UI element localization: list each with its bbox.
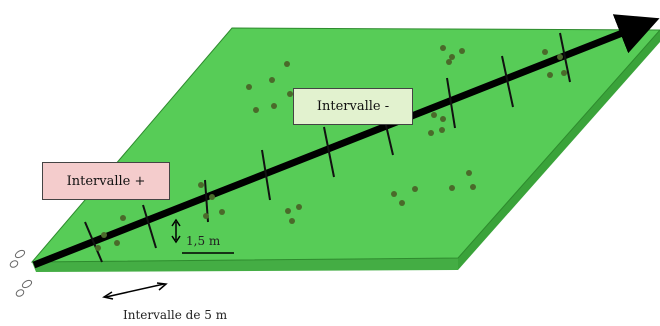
interval-tick (501, 55, 514, 108)
plant-dot (253, 107, 259, 113)
interval-5m-arrow (102, 282, 168, 300)
plant-dot (439, 127, 445, 133)
plant-dot (296, 204, 302, 210)
plant-dot (470, 184, 476, 190)
interval-tick (142, 204, 157, 249)
row-distance-marker (171, 218, 234, 254)
interval-tick (559, 32, 571, 83)
plant-dot (95, 245, 101, 251)
plant-dot (391, 191, 397, 197)
plant-dot (440, 116, 446, 122)
row-distance-label: 1,5 m (186, 234, 221, 248)
plant-dot (284, 61, 290, 67)
plant-dot (114, 240, 120, 246)
footprints-icon (9, 249, 33, 297)
plant-dot (285, 208, 291, 214)
field-side-edge (458, 30, 660, 270)
interval-ticks (84, 32, 571, 263)
interval-tick (323, 126, 335, 178)
plant-dot (449, 54, 455, 60)
plant-dot (219, 209, 225, 215)
plant-dot (120, 215, 126, 221)
plant-dot (289, 218, 295, 224)
plant-dot (101, 232, 107, 238)
interval-5m-label: Intervalle de 5 m (123, 308, 228, 322)
plant-dot (428, 130, 434, 136)
plant-dot (412, 186, 418, 192)
plant-dots (95, 45, 567, 251)
interval-tick (446, 77, 456, 129)
plant-dot (209, 194, 215, 200)
plant-dot (459, 48, 465, 54)
plant-dot (431, 112, 437, 118)
plant-dot (449, 185, 455, 191)
plant-dot (557, 54, 563, 60)
plant-dot (542, 49, 548, 55)
plant-dot (287, 91, 293, 97)
plant-dot (246, 84, 252, 90)
plant-dot (561, 70, 567, 76)
interval-plus-label: Intervalle + (42, 162, 170, 200)
plant-dot (399, 200, 405, 206)
interval-tick (261, 149, 271, 201)
plant-dot (271, 103, 277, 109)
plant-dot (198, 182, 204, 188)
plant-dot (269, 77, 275, 83)
transect-arrow (32, 14, 660, 269)
plant-dot (547, 72, 553, 78)
plant-dot (203, 213, 209, 219)
interval-minus-label: Intervalle - (293, 88, 413, 125)
plant-dot (440, 45, 446, 51)
plant-dot (446, 59, 452, 65)
plant-dot (466, 170, 472, 176)
interval-tick (84, 221, 103, 263)
